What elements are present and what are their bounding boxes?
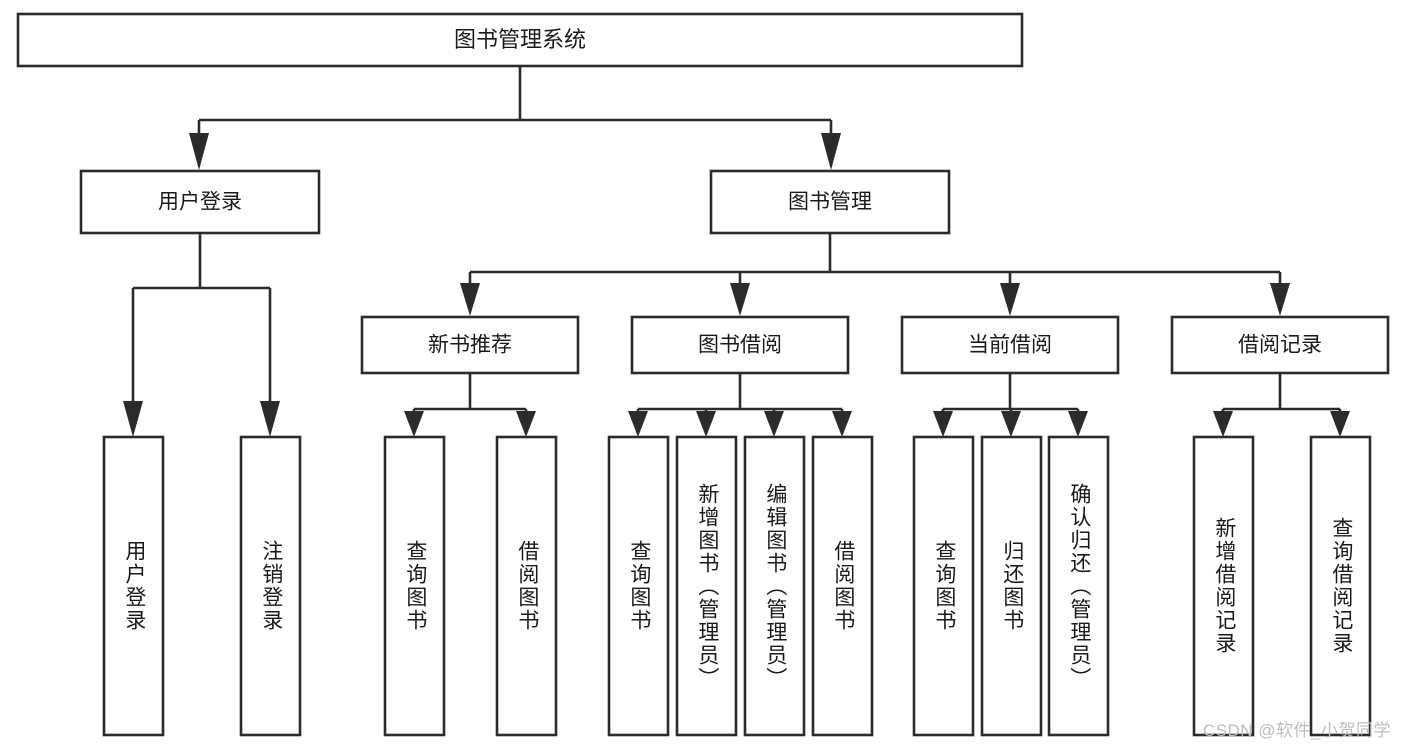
leaf-box-cb-3[interactable] <box>1047 435 1110 737</box>
node-user-login[interactable]: 用户登录 <box>79 169 321 235</box>
arrowhead-leaf-cb-2 <box>1001 411 1021 437</box>
node-root[interactable]: 图书管理系统 <box>16 12 1024 68</box>
node-current-borrow[interactable]: 当前借阅 <box>900 315 1120 375</box>
node-root-rect[interactable] <box>16 12 1024 68</box>
node-root-label: 图书管理系统 <box>454 27 586 52</box>
node-borrow-record[interactable]: 借阅记录 <box>1170 315 1390 375</box>
node-user-login-label: 用户登录 <box>158 191 242 214</box>
node-current-borrow-label: 当前借阅 <box>968 334 1052 357</box>
leaf-box-cb-1[interactable] <box>912 435 975 737</box>
arrowhead-leaf-user-login-2 <box>260 401 280 437</box>
leaf-box-bb-2[interactable] <box>675 435 738 737</box>
arrowhead-to-borrow-record <box>1270 283 1290 316</box>
node-new-book-recommend-rect[interactable] <box>360 315 580 375</box>
arrowhead-leaf-nbr-1 <box>404 411 424 437</box>
leaf-box-cb-2[interactable] <box>980 435 1043 737</box>
node-new-book-recommend-label: 新书推荐 <box>428 334 512 357</box>
node-borrow-record-rect[interactable] <box>1170 315 1390 375</box>
arrowhead-to-book-borrow <box>730 283 750 316</box>
arrowhead-leaf-user-login-1 <box>123 401 143 437</box>
leaf-box-user-login-1[interactable] <box>102 435 165 737</box>
arrowhead-leaf-br-2 <box>1330 411 1350 437</box>
leaf-box-bb-4[interactable] <box>811 435 874 737</box>
arrowhead-leaf-bb-3 <box>764 411 784 437</box>
leaf-box-nbr-1[interactable] <box>383 435 446 737</box>
node-book-manage-label: 图书管理 <box>788 191 872 214</box>
node-book-borrow[interactable]: 图书借阅 <box>630 315 850 375</box>
arrowhead-to-current-borrow <box>1000 283 1020 316</box>
arrowhead-leaf-nbr-2 <box>516 411 536 437</box>
leaf-box-bb-3[interactable] <box>743 435 806 737</box>
arrowhead-leaf-cb-1 <box>933 411 953 437</box>
node-book-manage[interactable]: 图书管理 <box>709 169 951 235</box>
node-borrow-record-label: 借阅记录 <box>1238 334 1322 357</box>
node-book-borrow-label: 图书借阅 <box>698 334 782 357</box>
arrowhead-leaf-br-1 <box>1213 411 1233 437</box>
csdn-watermark: CSDN @软件_小贺同学 <box>1202 721 1391 740</box>
arrowhead-leaf-bb-4 <box>832 411 852 437</box>
node-book-borrow-rect[interactable] <box>630 315 850 375</box>
arrowhead-to-user-login <box>189 133 209 170</box>
leaf-box-nbr-2[interactable] <box>495 435 558 737</box>
leaf-box-br-1[interactable] <box>1192 435 1255 737</box>
leaf-box-user-login-2[interactable] <box>239 435 302 737</box>
node-current-borrow-rect[interactable] <box>900 315 1120 375</box>
leaf-box-bb-1[interactable] <box>607 435 670 737</box>
arrowhead-leaf-bb-1 <box>628 411 648 437</box>
arrowhead-to-book-manage <box>821 133 841 170</box>
node-new-book-recommend[interactable]: 新书推荐 <box>360 315 580 375</box>
node-book-manage-rect[interactable] <box>709 169 951 235</box>
arrowhead-leaf-bb-2 <box>696 411 716 437</box>
leaf-box-br-2[interactable] <box>1309 435 1372 737</box>
arrowhead-leaf-cb-3 <box>1068 411 1088 437</box>
arrowhead-to-new-book <box>460 283 480 316</box>
